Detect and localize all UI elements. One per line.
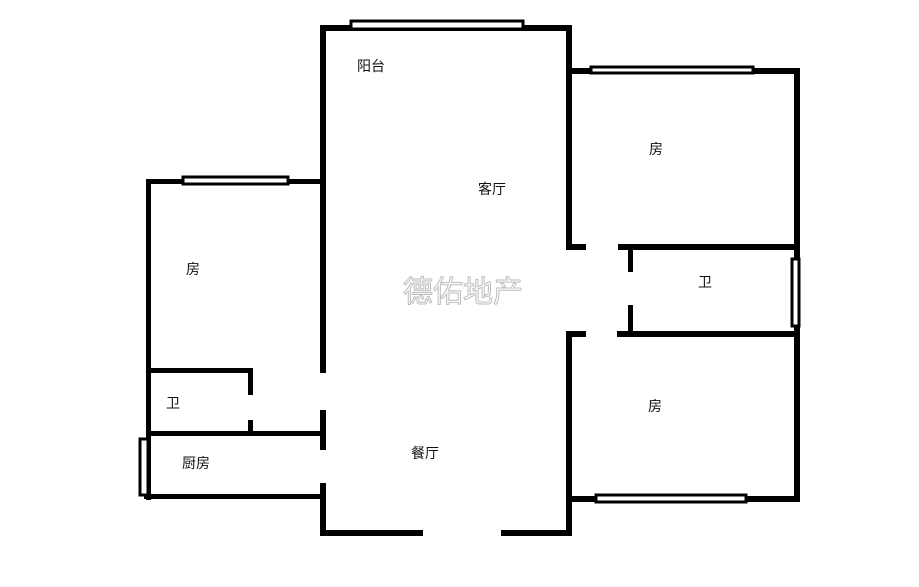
wall bbox=[501, 530, 572, 536]
window bbox=[181, 175, 290, 186]
room-label-living-room: 客厅 bbox=[478, 181, 506, 198]
room-label-dining-room: 餐厅 bbox=[411, 446, 439, 462]
window bbox=[790, 257, 801, 328]
wall bbox=[146, 431, 320, 436]
windows bbox=[138, 19, 801, 504]
wall bbox=[566, 244, 586, 250]
wall bbox=[248, 368, 253, 395]
window bbox=[138, 437, 150, 497]
wall bbox=[320, 483, 326, 536]
wall bbox=[146, 368, 253, 373]
room-label-bathroom-right: 卫 bbox=[698, 275, 712, 291]
wall bbox=[144, 494, 320, 499]
window bbox=[594, 493, 748, 504]
wall bbox=[146, 179, 151, 500]
wall bbox=[320, 25, 326, 373]
window bbox=[589, 65, 755, 75]
wall bbox=[566, 331, 572, 536]
room-label-bedroom-top-right: 房 bbox=[649, 142, 663, 158]
room-label-kitchen: 厨房 bbox=[182, 456, 210, 472]
wall bbox=[628, 244, 633, 272]
room-label-bedroom-left: 房 bbox=[186, 262, 200, 278]
wall bbox=[628, 305, 633, 335]
wall bbox=[320, 530, 423, 536]
wall bbox=[320, 410, 326, 450]
wall bbox=[618, 244, 800, 250]
room-label-balcony: 阳台 bbox=[357, 59, 385, 75]
wall bbox=[248, 420, 253, 435]
window bbox=[349, 19, 525, 31]
watermark: 德佑地产 bbox=[403, 275, 523, 310]
wall bbox=[617, 331, 800, 337]
room-label-bathroom-left: 卫 bbox=[166, 396, 180, 412]
wall bbox=[566, 25, 572, 250]
room-label-bedroom-bottom-right: 房 bbox=[648, 399, 662, 415]
wall bbox=[566, 331, 586, 337]
